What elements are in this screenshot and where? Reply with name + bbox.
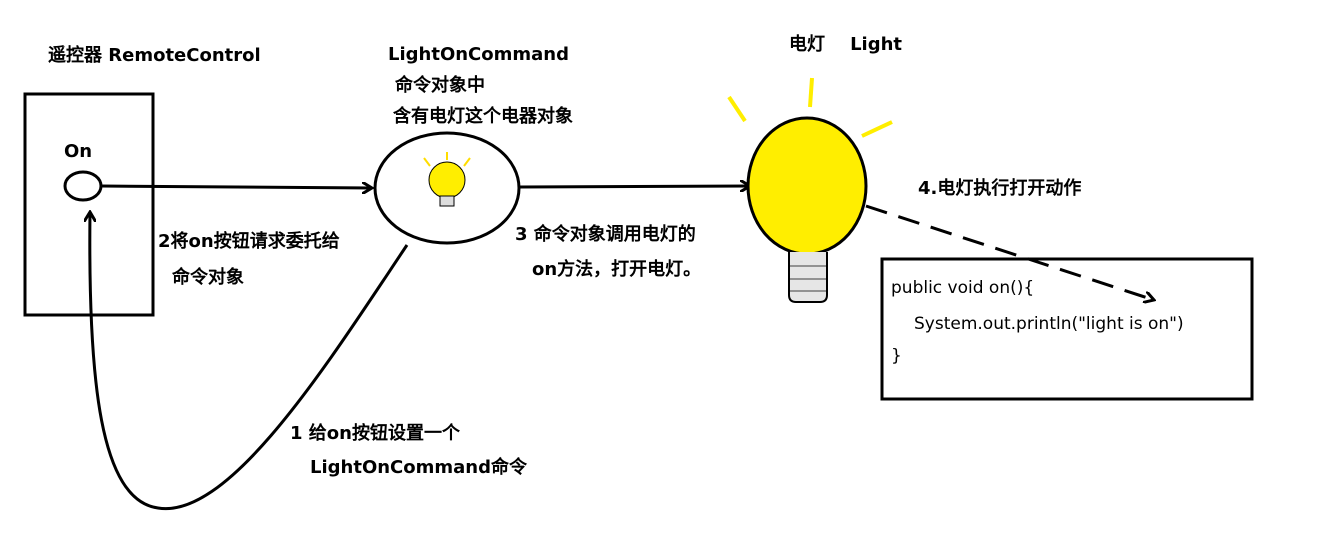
code-line1: public void on(){ <box>891 278 1035 298</box>
on-button-label: On <box>64 141 93 162</box>
command-desc-line2: 含有电灯这个电器对象 <box>393 106 573 127</box>
arrow-set-command <box>90 212 409 511</box>
step4-label: 4.电灯执行打开动作 <box>918 178 1082 199</box>
step1-line2: LightOnCommand命令 <box>310 457 527 478</box>
on-button[interactable] <box>63 170 103 202</box>
code-line3: } <box>891 346 902 366</box>
code-line2: System.out.println("light is on") <box>914 314 1184 334</box>
step2-line1: 2将on按钮请求委托给 <box>158 231 340 252</box>
code-box <box>880 257 1254 401</box>
step3-line2: on方法，打开电灯。 <box>532 259 702 280</box>
remote-control-box <box>23 92 155 317</box>
small-bulb-icon <box>423 152 471 207</box>
arrow-light-action <box>865 204 1154 300</box>
command-desc-line1: 命令对象中 <box>395 75 485 96</box>
step3-line1: 3 命令对象调用电灯的 <box>515 224 696 245</box>
arrow-delegate-to-command <box>100 186 372 188</box>
step1-line1: 1 给on按钮设置一个 <box>290 423 460 444</box>
light-bulb <box>727 77 893 303</box>
step2-line2: 命令对象 <box>172 267 244 288</box>
remote-title: 遥控器 RemoteControl <box>48 45 261 66</box>
light-title: 电灯 Light <box>789 34 903 55</box>
arrow-invoke-light <box>519 186 750 187</box>
command-title: LightOnCommand <box>388 44 569 65</box>
